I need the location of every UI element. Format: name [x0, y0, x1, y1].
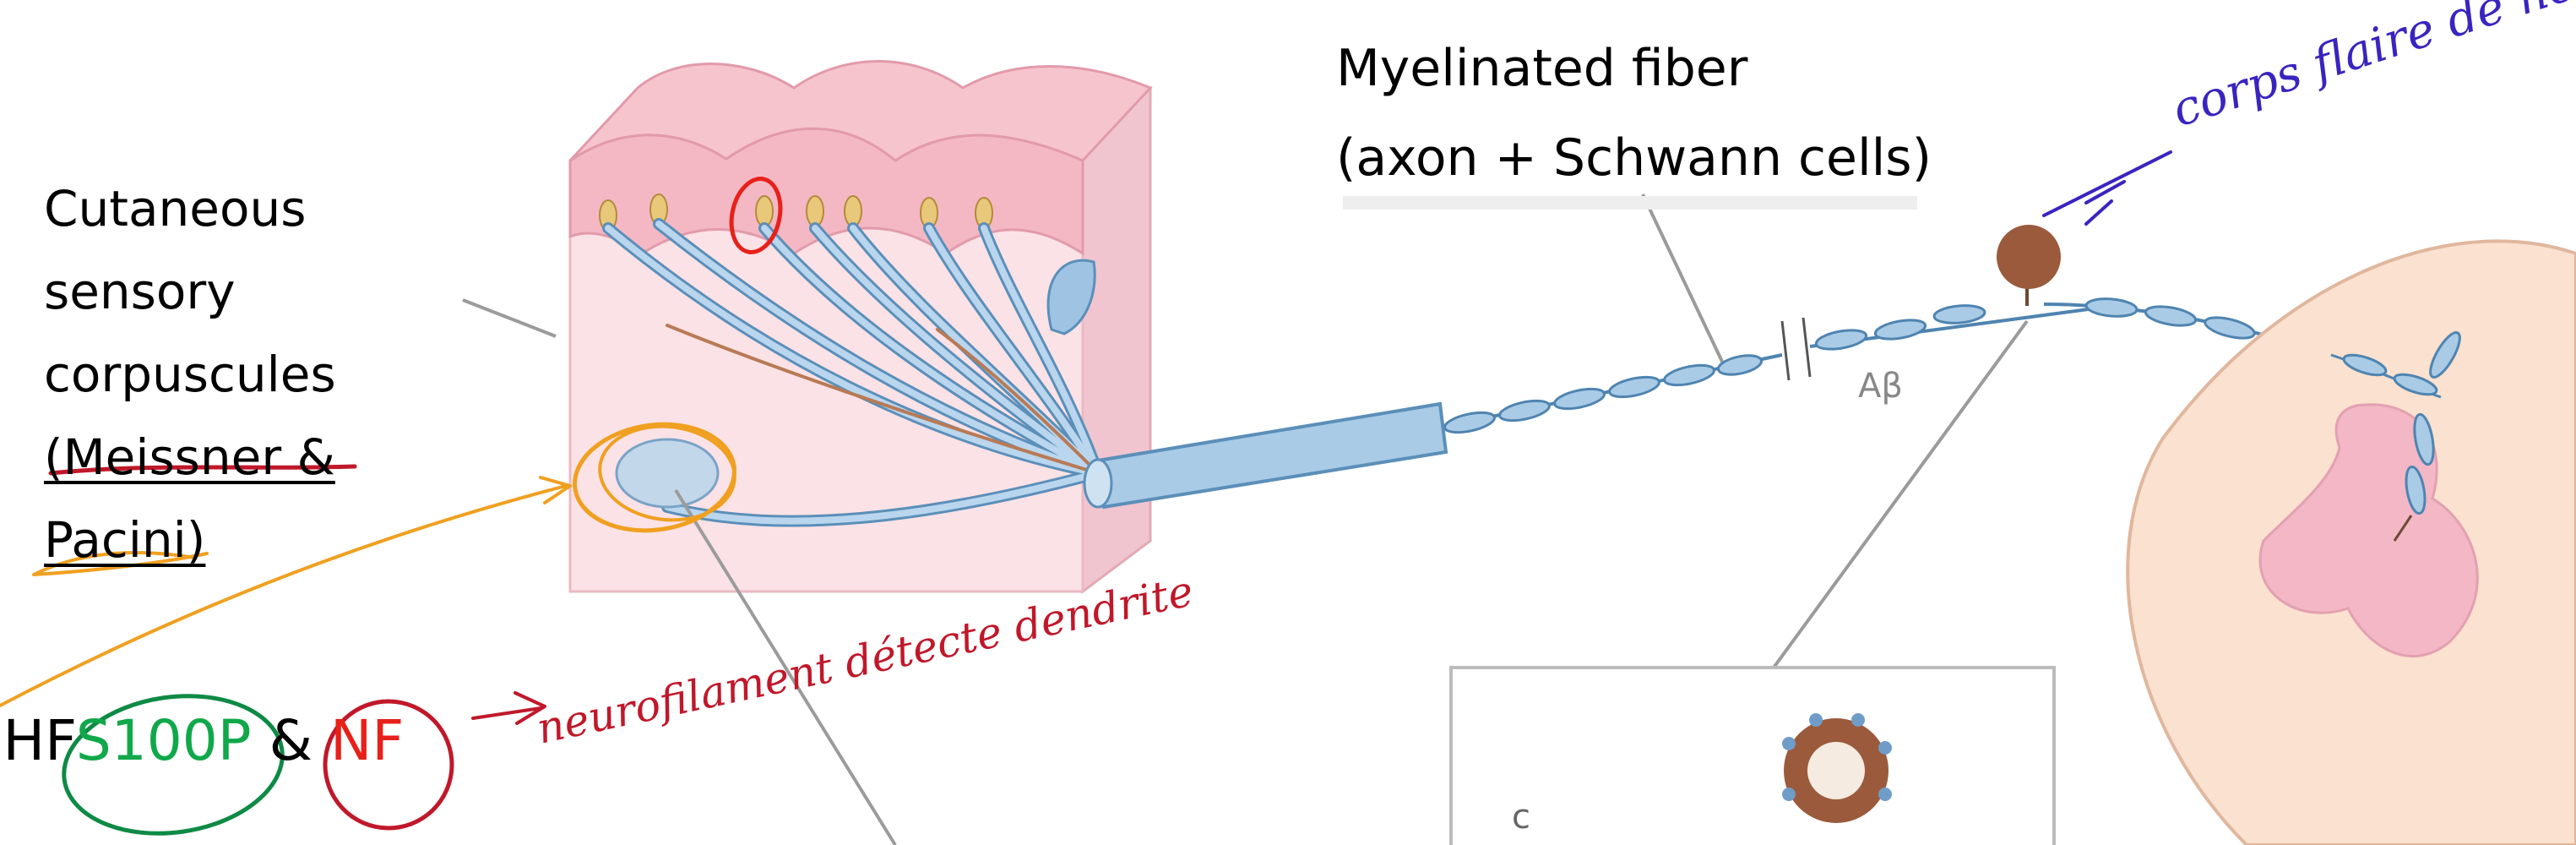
label-cutaneous-line2: sensory: [44, 263, 236, 320]
cutaneous-nerve-fibers: [602, 218, 1104, 527]
label-cutaneous-line3: corpuscules: [44, 346, 336, 403]
ihc-marker-s100p: S100P: [75, 708, 252, 773]
svg-text:corps flaire de neuroba: corps flaire de neuroba: [2166, 0, 2576, 138]
leader-lines: [462, 194, 2029, 845]
green-circle-s100p: [62, 694, 285, 836]
label-cutaneous-line1: Cutaneous: [44, 180, 307, 237]
red-arrow-nf: [471, 691, 546, 725]
red-circle-meissner: [729, 177, 783, 254]
ganglion-cell-body: [1997, 225, 2061, 289]
label-cutaneous-line5: Pacini): [44, 511, 206, 569]
nerve-trunk: [1083, 401, 1448, 510]
svg-text:neurofilament détecte dendrite: neurofilament détecte dendrite: [532, 566, 1197, 754]
handwritten-script-bottom: neurofilament détecte dendrite: [532, 566, 1197, 754]
inset-panel-c: [1449, 666, 2056, 845]
handwritten-annotations: [0, 150, 2172, 836]
label-cutaneous-corpuscules: Cutaneous sensory corpuscules (Meissner …: [44, 167, 336, 581]
red-circle-nf: [323, 699, 454, 831]
faint-label-shadow: [1343, 196, 1917, 210]
grey-matter: [2258, 403, 2479, 658]
orange-underline: [32, 551, 209, 576]
label-myelinated-fiber: Myelinated fiber (axon + Schwann cells): [1336, 24, 1932, 203]
handwritten-script-top-right: corps flaire de neuroba: [2166, 0, 2576, 138]
skin-block: [568, 60, 1153, 594]
panel-c-tag: c: [1512, 798, 1530, 837]
red-underline: [48, 464, 357, 476]
fiber-type-tag: Aβ: [1858, 367, 1903, 406]
skin-block-side: [1081, 85, 1152, 594]
hair-follicle: [1046, 259, 1096, 335]
skin-block-top: [568, 60, 1153, 162]
label-ihc-markers: IHFS100P & NF: [0, 703, 404, 779]
spinal-cord: [2126, 239, 2576, 845]
pacinian-corpuscle: [615, 438, 720, 509]
meissner-corpuscles: [599, 194, 993, 232]
label-myelinated-line2: (axon + Schwann cells): [1336, 128, 1932, 188]
myelinated-axon: [1443, 297, 2332, 434]
label-myelinated-line1: Myelinated fiber: [1336, 39, 1748, 98]
ihc-ampersand: &: [269, 708, 313, 773]
orange-arrow: [0, 476, 572, 707]
purple-arrow: [2042, 150, 2172, 226]
label-cutaneous-line4: (Meissner &: [44, 428, 335, 486]
ihc-prefix: IHF: [0, 708, 76, 773]
ihc-marker-nf: NF: [330, 708, 405, 773]
